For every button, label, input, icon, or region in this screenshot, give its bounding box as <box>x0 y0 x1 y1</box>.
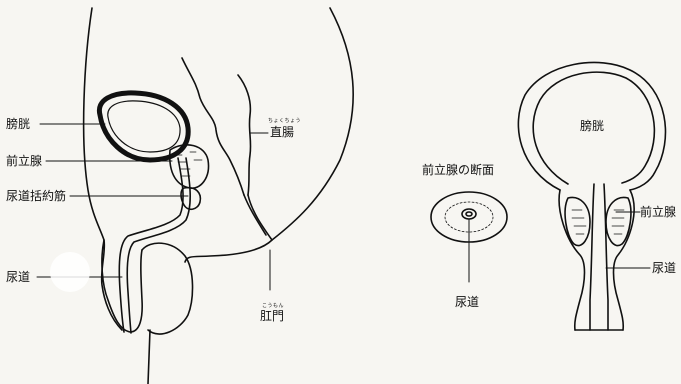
bladder-outer <box>96 90 191 163</box>
rectum-lower-2 <box>247 194 273 241</box>
ruby-anus: こうもん <box>262 303 285 309</box>
cross-section-mid <box>444 201 494 233</box>
rectum-lower <box>243 194 267 236</box>
front-neck-right <box>612 189 635 331</box>
label-anus: 肛門 <box>260 309 285 323</box>
label-front-bladder: 膀胱 <box>580 119 605 133</box>
rectum-wall-inner <box>237 74 252 196</box>
front-urethra-right <box>603 183 609 331</box>
label-cross-urethra: 尿道 <box>455 295 480 309</box>
cross-section-urethra-core <box>465 211 473 217</box>
penis-outline <box>101 239 143 333</box>
front-bladder-inner <box>532 71 656 185</box>
body-outline-front <box>82 7 123 331</box>
label-rectum: 直腸 <box>270 125 295 139</box>
front-neck-left <box>558 189 586 331</box>
front-prostate-left <box>564 196 591 247</box>
rectum-wall-outer <box>181 57 245 196</box>
label-bladder: 膀胱 <box>6 117 31 131</box>
cross-section-title: 前立腺の断面 <box>422 163 495 177</box>
label-front-prostate: 前立腺 <box>640 205 677 219</box>
label-urethra: 尿道 <box>6 270 31 284</box>
body-outline-back <box>184 7 354 263</box>
urethra-tube-2 <box>126 157 191 334</box>
front-bladder-outer <box>517 61 667 191</box>
front-urethra-left <box>589 183 595 331</box>
scrotum-outline <box>141 242 194 335</box>
leg-line <box>147 329 151 384</box>
label-prostate: 前立腺 <box>6 154 43 168</box>
label-sphincter: 尿道括約筋 <box>6 189 67 203</box>
bladder-inner <box>107 100 181 153</box>
front-prostate-texture <box>571 209 625 235</box>
label-front-urethra: 尿道 <box>652 261 677 275</box>
paper-spot <box>50 252 90 292</box>
prostate-shape <box>168 144 210 189</box>
urethra-tube-1 <box>118 157 184 333</box>
front-prostate-right <box>605 196 632 247</box>
prostate-texture <box>175 151 203 177</box>
sphincter-shape <box>180 186 202 211</box>
cross-section-urethra <box>461 208 477 220</box>
ruby-rectum: ちょくちょう <box>268 118 302 124</box>
